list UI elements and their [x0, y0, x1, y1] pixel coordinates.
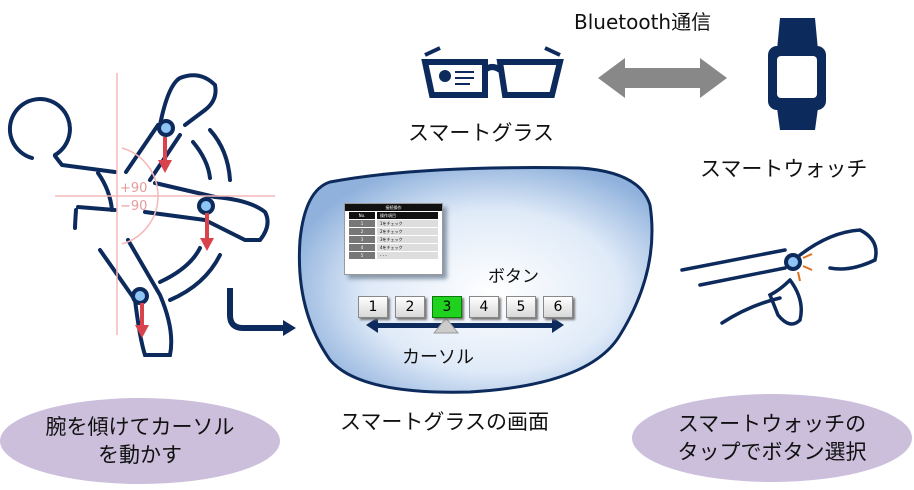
row-no: 1 [349, 220, 375, 227]
row-item: - - - [377, 252, 438, 259]
row-no: 2 [349, 228, 375, 235]
smart-glasses-label: スマートグラス [408, 121, 554, 145]
left-bubble-line1: 腕を傾けてカーソル [45, 415, 235, 439]
watch-markers [131, 119, 215, 305]
glasses-lens-screen [297, 166, 654, 394]
button-label: ボタン [488, 267, 539, 287]
smart-watch-icon [768, 18, 826, 130]
row-item: 1をチェック [377, 220, 438, 227]
bluetooth-arrow [598, 58, 727, 98]
minus-angle-label: −90 [120, 199, 148, 214]
screen-button-5[interactable]: 5 [506, 296, 536, 318]
left-bubble-line2: を動かす [98, 443, 182, 467]
tapping-hand-illustration [680, 228, 878, 326]
smart-glasses-icon [421, 46, 564, 98]
table-row: 5- - - [349, 252, 438, 259]
screen-button-2[interactable]: 2 [395, 296, 425, 318]
screen-table-title: 接続操作 [345, 204, 442, 211]
row-item: 3をチェック [377, 236, 438, 243]
right-bubble-line1: スマートウォッチの [677, 412, 867, 436]
row-no: 5 [349, 252, 375, 259]
smart-watch-label: スマートウォッチ [700, 157, 868, 181]
glasses-screen-caption: スマートグラスの画面 [340, 410, 549, 434]
row-item: 4をチェック [377, 244, 438, 251]
right-instruction-bubble: スマートウォッチのタップでボタン選択 [632, 394, 912, 482]
angle-guides [55, 73, 275, 335]
row-item: 2をチェック [377, 228, 438, 235]
screen-button-4[interactable]: 4 [469, 296, 499, 318]
person-arm-illustration [7, 73, 270, 357]
row-no: 4 [349, 244, 375, 251]
cursor-pointer [432, 317, 460, 334]
right-bubble-line2: タップでボタン選択 [677, 440, 867, 464]
cursor-bar [366, 317, 564, 333]
row-no: 3 [349, 236, 375, 243]
header-item: 操作項目 [377, 212, 438, 219]
screen-table-header: No.操作項目 [349, 212, 438, 219]
tilt-arrows [135, 137, 214, 338]
screen-button-6[interactable]: 6 [543, 296, 573, 318]
header-no: No. [349, 212, 375, 219]
left-instruction-bubble: 腕を傾けてカーソルを動かす [0, 398, 280, 484]
flow-arrow [227, 288, 285, 331]
bluetooth-label: Bluetooth通信 [574, 10, 712, 34]
plus-angle-label: +90 [120, 181, 148, 196]
tap-effect-icon [797, 253, 813, 282]
cursor-label: カーソル [402, 347, 474, 368]
screen-button-3-selected[interactable]: 3 [432, 296, 462, 318]
screen-button-1[interactable]: 1 [358, 296, 388, 318]
